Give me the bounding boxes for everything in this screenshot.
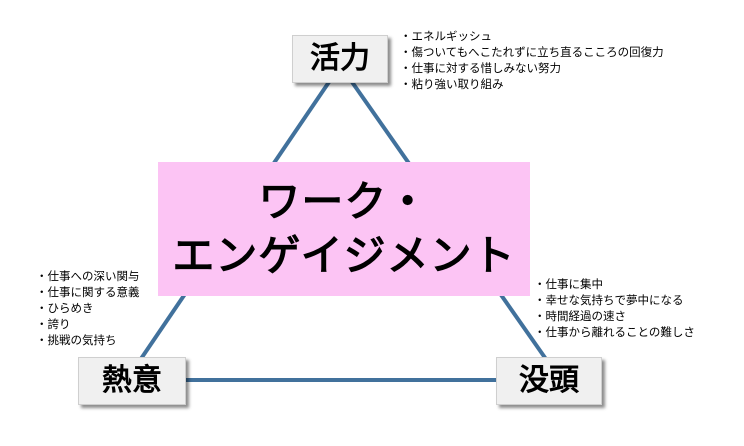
note-item: 仕事に集中 — [534, 276, 695, 292]
note-item: 幸せな気持ちで夢中になる — [534, 292, 695, 308]
note-item: 粘り強い取り組み — [400, 76, 664, 92]
note-item: 仕事に関する意義 — [36, 284, 140, 300]
center-title-line2: エンゲイジメント — [172, 231, 516, 280]
vigor-notes: エネルギッシュ 傷ついてもへこたれずに立ち直るこころの回復力 仕事に対する惜しみ… — [400, 28, 664, 92]
absorption-notes: 仕事に集中 幸せな気持ちで夢中になる 時間経過の速さ 仕事から離れることの難しさ — [534, 276, 695, 340]
note-item: 挑戦の気持ち — [36, 332, 140, 348]
note-item: 誇り — [36, 316, 140, 332]
work-engagement-box: ワーク・ エンゲイジメント — [158, 162, 530, 296]
node-vigor: 活力 — [292, 35, 388, 83]
note-item: 仕事に対する惜しみない努力 — [400, 60, 664, 76]
node-dedication: 熱意 — [78, 357, 186, 405]
node-absorption: 没頭 — [496, 357, 602, 405]
note-item: 仕事から離れることの難しさ — [534, 324, 695, 340]
note-item: 時間経過の速さ — [534, 308, 695, 324]
note-item: 傷ついてもへこたれずに立ち直るこころの回復力 — [400, 44, 664, 60]
center-title-line1: ワーク・ — [258, 177, 430, 226]
note-item: エネルギッシュ — [400, 28, 664, 44]
dedication-notes: 仕事への深い関与 仕事に関する意義 ひらめき 誇り 挑戦の気持ち — [36, 268, 140, 348]
note-item: ひらめき — [36, 300, 140, 316]
note-item: 仕事への深い関与 — [36, 268, 140, 284]
